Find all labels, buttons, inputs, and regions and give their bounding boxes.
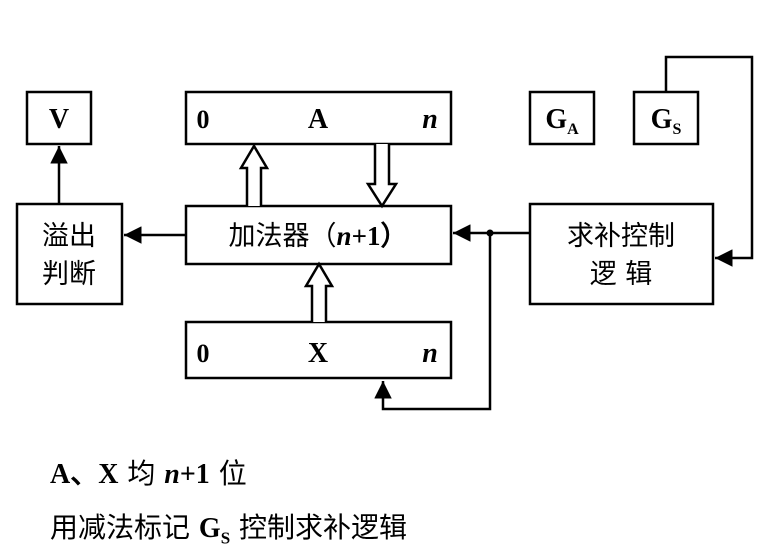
v-box <box>25 90 93 146</box>
caption-line-2-rest: 控制求补逻辑 <box>230 511 408 544</box>
caption-line-2-text: 用减法标记 <box>50 511 199 544</box>
overflow-label-line1: 溢出 <box>42 221 96 252</box>
complement-logic-line2: 逻 辑 <box>590 259 653 290</box>
x-register-right-label: n <box>422 338 438 369</box>
caption-line-1-unit: 位 <box>209 457 247 490</box>
logic-to-x-carry-line <box>374 233 492 411</box>
gs-to-logic-arrow <box>664 55 754 267</box>
caption-line-1-plus-one: +1 <box>179 459 210 490</box>
x-register-name: X <box>308 338 328 369</box>
v-label: V <box>49 104 69 135</box>
a-register-name: A <box>308 104 329 135</box>
caption-line-2-s: S <box>220 528 231 548</box>
complement-logic-box <box>528 202 715 306</box>
adder-to-a-double-arrow <box>238 143 270 206</box>
a-register-box <box>184 90 453 146</box>
gs-label: GS <box>651 104 682 138</box>
overflow-check-box <box>15 202 124 306</box>
caption-line-1: A、X 均 n+1 位 <box>50 452 247 492</box>
caption-line-1-n: n <box>164 459 180 490</box>
complement-logic-line1: 求补控制 <box>567 221 675 252</box>
overflow-label-line2: 判断 <box>42 259 96 290</box>
a-to-adder-double-arrow <box>365 144 399 209</box>
ga-box <box>528 90 596 146</box>
ga-label: GA <box>545 104 579 138</box>
a-register-left-label: 0 <box>197 105 210 134</box>
caption-line-1-text: 均 <box>118 457 165 490</box>
x-register-left-label: 0 <box>197 339 210 368</box>
a-register-right-label: n <box>422 104 438 135</box>
caption-line-2: 用减法标记 GS 控制求补逻辑 <box>50 506 407 549</box>
caption-line-1-registers: A、X <box>50 459 119 490</box>
x-to-adder-double-arrow <box>303 261 335 322</box>
adder-label: 加法器（n+1） <box>229 221 408 252</box>
caption-line-2-g: G <box>198 513 221 544</box>
